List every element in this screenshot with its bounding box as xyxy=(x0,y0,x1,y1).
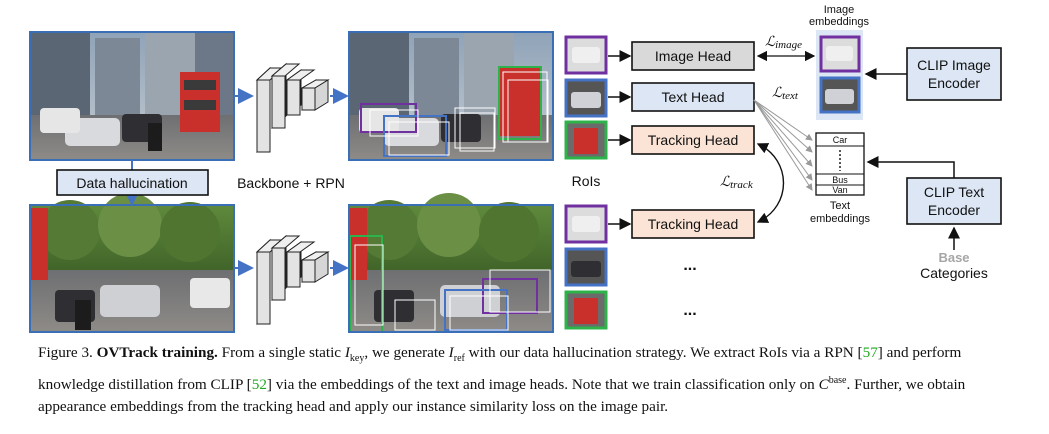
key-detection-frame xyxy=(348,31,554,161)
figure-diagram: Data hallucination Backbone + RPN xyxy=(29,4,1002,333)
clip-text-encoder-label-1: CLIP Text xyxy=(924,184,984,200)
roi-crops-top xyxy=(564,35,608,160)
ellipsis-2: ... xyxy=(683,302,696,319)
caption-ikey: I xyxy=(344,344,350,361)
backbone-rpn-label: Backbone + RPN xyxy=(237,175,345,191)
backbone-top-icon xyxy=(255,62,330,154)
loss-image-label: ℒimage xyxy=(765,35,802,51)
text-embeddings-table xyxy=(815,132,865,196)
roi-crops-bottom xyxy=(564,204,608,330)
citation-57[interactable]: 57 xyxy=(862,344,878,361)
text-embeddings-label-2: embeddings xyxy=(810,213,870,225)
caption-title: OVTrack training. xyxy=(96,344,218,361)
clip-text-encoder-label-2: Encoder xyxy=(928,202,980,218)
rois-label: RoIs xyxy=(572,173,601,189)
citation-52[interactable]: 52 xyxy=(251,376,267,394)
backbone-bottom-icon xyxy=(255,234,330,326)
key-detection-image xyxy=(349,32,553,160)
ref-detection-image xyxy=(349,193,553,333)
loss-text-label: ℒtext xyxy=(772,86,799,102)
image-head-box xyxy=(631,41,755,71)
clip-image-encoder-label-1: CLIP Image xyxy=(917,57,991,73)
clip-image-encoder-box xyxy=(906,47,1002,101)
loss-track-label: ℒtrack xyxy=(720,175,754,191)
clip-text-encoder-box xyxy=(906,177,1002,225)
tracking-head-key-box xyxy=(631,125,755,155)
image-head-label: Image Head xyxy=(655,48,731,64)
tracking-head-ref-box xyxy=(631,209,755,239)
clip-image-encoder-label-2: Encoder xyxy=(928,75,980,91)
loss-track-arrow xyxy=(756,143,785,223)
text-head-label: Text Head xyxy=(661,89,724,105)
image-embeddings-label-1: Image xyxy=(824,4,855,16)
embedding-item-bus: Bus xyxy=(832,175,848,185)
tracking-head-key-label: Tracking Head xyxy=(648,132,739,148)
tracking-head-ref-label: Tracking Head xyxy=(648,216,739,232)
data-hallucination-box xyxy=(56,169,209,196)
text-head-box xyxy=(631,82,755,112)
figure-caption: Figure 3. OVTrack training. From a singl… xyxy=(38,344,966,416)
ref-image xyxy=(30,193,234,332)
ellipsis-1: ... xyxy=(683,257,696,274)
data-hallucination-label: Data hallucination xyxy=(76,175,187,191)
caption-iref: I xyxy=(448,344,454,361)
categories-label: Categories xyxy=(920,265,988,281)
base-label: Base xyxy=(938,250,969,265)
caption-figure-label: Figure 3. xyxy=(38,344,93,361)
image-embeddings-label-2: embeddings xyxy=(809,16,869,28)
caption-cbase: C xyxy=(818,376,829,394)
text-embeddings-label-1: Text xyxy=(830,200,850,212)
key-image xyxy=(30,32,234,160)
text-similarity-arrows xyxy=(753,99,813,191)
embedding-item-car: Car xyxy=(833,135,848,145)
embedding-item-van: Van xyxy=(832,185,847,195)
ref-detection-frame xyxy=(348,204,554,333)
